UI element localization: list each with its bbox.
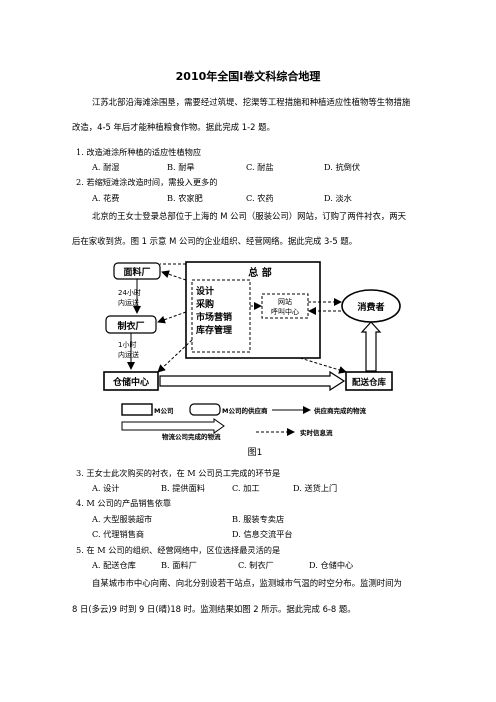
intro-1-line-2: 改造，4-5 年后才能种植粮食作物。据此完成 1-2 题。 — [72, 122, 275, 132]
intro-3-line-2: 8 日(多云)9 时到 9 日(晴)18 时。监测结果如图 2 所示。据此完成 … — [72, 604, 356, 614]
intro-1-line-1: 江苏北部沿海滩涂围垦，需要经过筑堤、挖渠等工程措施和种植适应性植物等生物措施 — [92, 97, 411, 107]
q4-option-c: C. 代理销售商 — [92, 529, 145, 539]
q5-option-d: D. 仓储中心 — [309, 560, 354, 570]
q5-option-b: B. 面料厂 — [161, 560, 197, 570]
transport-1h-line-2: 内运送 — [118, 350, 139, 359]
q2-option-c: C. 农药 — [246, 193, 274, 203]
hq-function-inventory: 库存管理 — [196, 324, 232, 336]
legend-supplier-logistics-label: 供应商完成的物流 — [313, 406, 367, 415]
question-5-stem: 5. 在 M 公司的组织、经营网络中，区位选择最灵活的是 — [76, 545, 281, 555]
q1-option-b: B. 耐旱 — [167, 162, 195, 172]
q2-option-d: D. 淡水 — [324, 193, 352, 203]
hq-to-warehouse-info — [157, 339, 193, 373]
distribution-to-consumer-arrow — [360, 321, 382, 372]
legend-m-company-swatch — [121, 403, 153, 416]
legend-m-logistics-arrow — [121, 418, 225, 434]
q5-option-a: A. 配送仓库 — [92, 560, 136, 570]
legend-m-company-label: M公司 — [154, 407, 173, 415]
hq-function-design: 设计 — [196, 285, 214, 297]
legend-m-logistics-label: 物流公司完成的物流 — [162, 432, 221, 441]
q4-option-d: D. 信息交流平台 — [232, 529, 293, 539]
warehouse-center-box — [103, 371, 159, 391]
hq-title: 总 部 — [248, 266, 271, 279]
hq-to-distribution-info — [299, 357, 347, 374]
q4-option-b: B. 服装专卖店 — [232, 514, 285, 524]
q3-option-c: C. 加工 — [232, 483, 260, 493]
hq-to-fabric-info — [161, 270, 187, 281]
warehouse-to-distribution-arrow — [159, 370, 346, 392]
q1-option-c: C. 耐盐 — [246, 162, 274, 172]
warehouse-center-label: 仓储中心 — [112, 376, 149, 388]
q3-option-b: B. 提供面料 — [161, 483, 205, 493]
q2-option-a: A. 花费 — [92, 193, 120, 203]
hq-function-marketing: 市场营销 — [196, 311, 232, 323]
intro-3-line-1: 自某城市市中心向南、向北分别设若干站点，监测城市气温的时空分布。监测时间为 — [92, 578, 402, 588]
legend-info-flow-label: 实时信息流 — [300, 428, 333, 437]
question-2-stem: 2. 若缩短滩涂改造时间，需投入更多的 — [76, 177, 218, 187]
legend-m-supplier-swatch — [189, 403, 221, 416]
q5-option-c: C. 制衣厂 — [238, 560, 274, 570]
q3-option-a: A. 设计 — [92, 483, 120, 493]
web-call-center-box — [261, 293, 309, 319]
q4-option-a: A. 大型服装超市 — [92, 514, 153, 524]
q2-option-b: B. 农家肥 — [167, 193, 203, 203]
fabric-factory-label: 面料厂 — [123, 266, 150, 278]
legend-m-supplier-label: M公司的供应商 — [222, 406, 268, 415]
intro-2-line-1: 北京的王女士登录总部位于上海的 M 公司（服装公司）网站，订购了两件衬衣，两天 — [92, 211, 407, 221]
question-3-stem: 3. 王女士此次购买的衬衣，在 M 公司员工完成的环节是 — [76, 468, 281, 478]
transport-24h-line-2: 内运送 — [118, 298, 139, 307]
page-title: 2010年全国Ⅰ卷文科综合地理 — [175, 70, 321, 83]
web-center-line-1: 网站 — [278, 297, 292, 306]
hq-to-garment-info — [157, 311, 187, 324]
distribution-warehouse-box — [345, 371, 393, 391]
q3-option-d: D. 送货上门 — [293, 483, 338, 493]
distribution-warehouse-label: 配送仓库 — [352, 377, 387, 388]
q1-option-d: D. 抗倒伏 — [324, 162, 361, 172]
consumer-label: 消费者 — [357, 301, 384, 313]
web-center-line-2: 呼叫中心 — [271, 307, 299, 316]
transport-1h-line-1: 1小时 — [118, 340, 136, 349]
intro-2-line-2: 后在家收到货。图 1 示意 M 公司的企业组织、经营网络。据此完成 3-5 题。 — [72, 236, 358, 246]
question-1-stem: 1. 改造滩涂所种植的适应性植物应 — [76, 147, 202, 157]
question-4-stem: 4. M 公司的产品销售依靠 — [76, 498, 172, 508]
transport-24h-line-1: 24小时 — [118, 288, 141, 297]
figure-caption: 图1 — [248, 447, 263, 458]
hq-function-purchase: 采购 — [195, 298, 214, 310]
garment-factory-label: 制衣厂 — [117, 320, 144, 332]
q1-option-a: A. 耐湿 — [92, 162, 120, 172]
